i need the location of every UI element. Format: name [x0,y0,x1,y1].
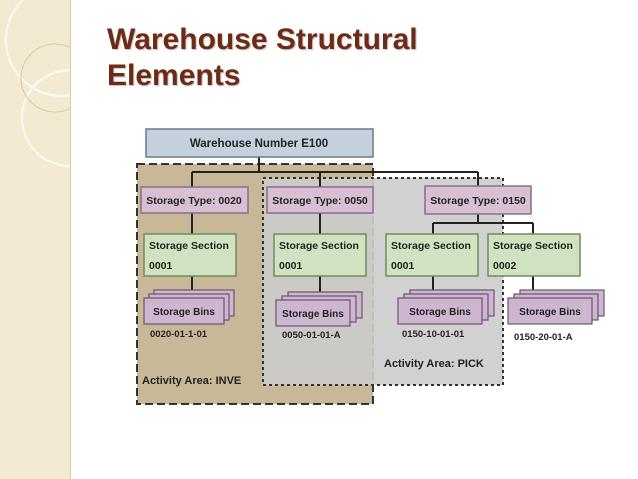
storage-type-label-0020: Storage Type: 0020 [146,195,242,207]
storage-type-label-0050: Storage Type: 0050 [272,195,368,207]
slide-title-line-2: Elements [107,59,241,92]
section-title: Storage Section [149,240,229,252]
section-code: 0001 [149,260,173,272]
storage-bins-0050: Storage Bins [275,291,363,327]
storage-bins-0150-20: Storage Bins [507,289,605,325]
storage-section-0150-0002: Storage Section 0002 [487,233,581,277]
decorative-side-strip [0,0,71,479]
warehouse-number-label: Warehouse Number E100 [190,138,328,150]
section-code: 0001 [391,260,415,272]
storage-section-0150-0001: Storage Section 0001 [385,233,479,277]
slide-title-line-1: Warehouse Structural [107,23,418,56]
storage-bins-0150-10: Storage Bins [397,289,495,325]
decorative-circles [5,0,70,167]
storage-type-box-0050 [266,186,374,214]
bins-label: Storage Bins [519,307,581,318]
bins-label: Storage Bins [409,307,471,318]
bin-code-0150-20: 0150-20-01-A [514,332,573,343]
bin-code-0050: 0050-01-01-A [282,330,341,341]
section-code: 0001 [279,260,303,272]
activity-area-pick-label: Activity Area: PICK [384,358,484,370]
storage-bins-0020: Storage Bins [143,289,235,325]
section-title: Storage Section [279,240,359,252]
warehouse-number-box [145,128,374,158]
storage-section-0050-0001: Storage Section 0001 [273,233,367,277]
bins-label: Storage Bins [153,307,215,318]
bin-code-0020: 0020-01-1-01 [150,329,208,340]
section-title: Storage Section [493,240,573,252]
section-code: 0002 [493,260,517,272]
activity-area-inve-label: Activity Area: INVE [142,375,241,387]
connector-lines [191,157,534,294]
bins-label: Storage Bins [282,309,344,320]
storage-type-box-0020 [140,186,249,214]
storage-type-box-0150 [424,185,532,215]
section-title: Storage Section [391,240,471,252]
slide-title: Warehouse Structural Elements [107,22,418,94]
storage-section-0020-0001: Storage Section 0001 [143,233,237,277]
storage-type-label-0150: Storage Type: 0150 [430,195,526,207]
bin-code-0150-10: 0150-10-01-01 [402,329,465,340]
